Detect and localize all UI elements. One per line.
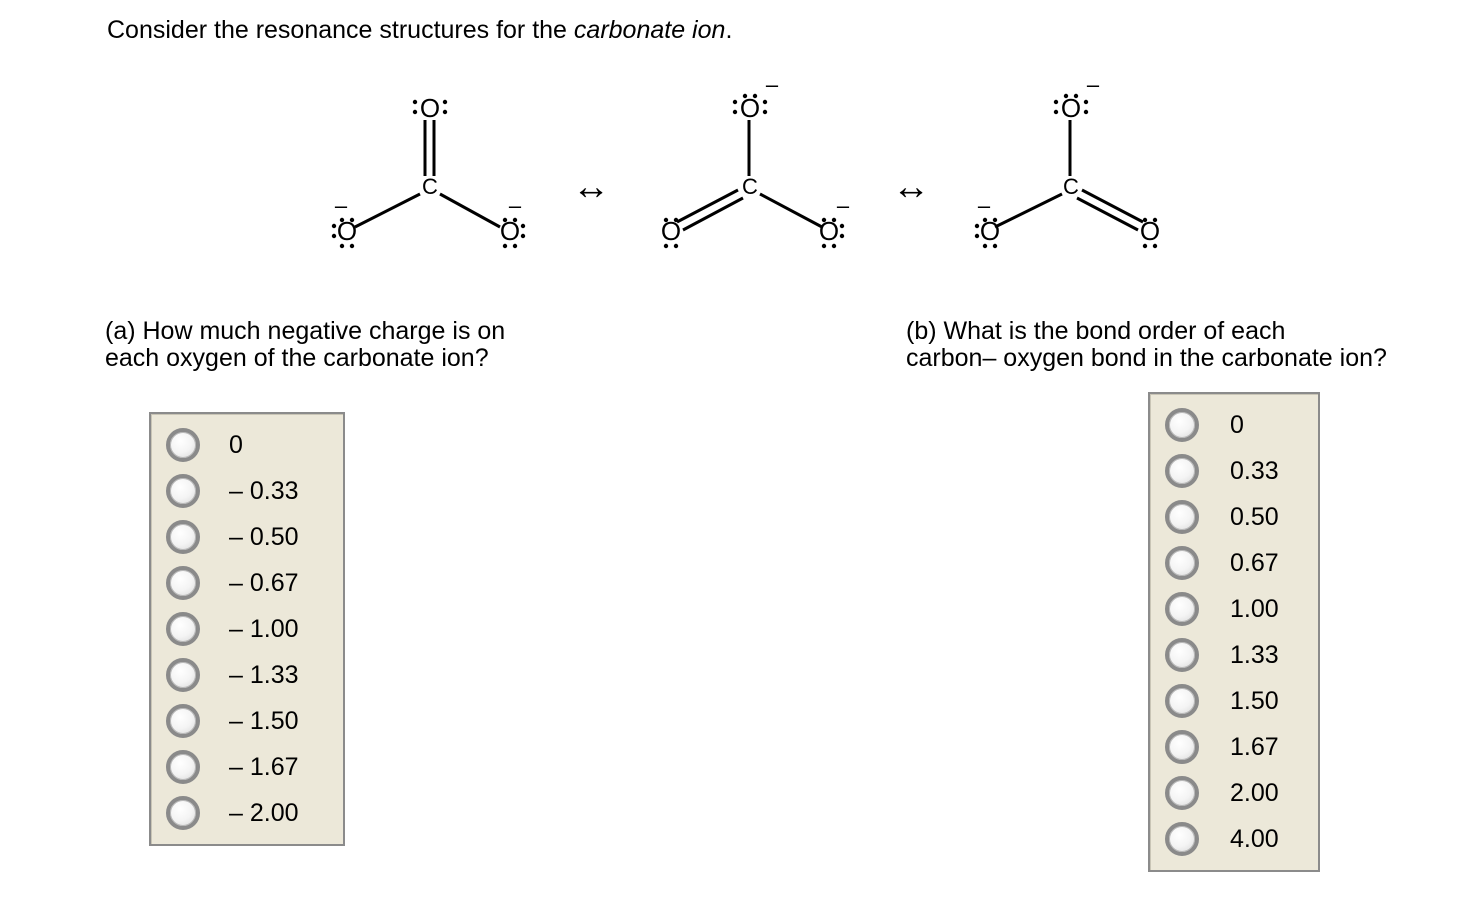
option-b-10[interactable]: 4.00 [1150,816,1318,862]
option-label: 1.00 [1230,595,1279,623]
option-label: 1.67 [1230,733,1279,761]
option-a-8[interactable]: – 1.67 [151,744,343,790]
radio-button-icon[interactable] [1165,684,1199,718]
radio-button-icon[interactable] [166,612,200,646]
bond-s1-right [439,192,501,229]
option-b-8[interactable]: 1.67 [1150,724,1318,770]
option-label: 0.33 [1230,457,1279,485]
option-a-5[interactable]: – 1.00 [151,606,343,652]
question-intro: Consider the resonance structures for th… [107,14,732,46]
intro-text: Consider the resonance structures for th… [107,16,574,44]
radio-button-icon[interactable] [1165,592,1199,626]
option-b-9[interactable]: 2.00 [1150,770,1318,816]
formal-charge: – [335,193,348,218]
radio-button-icon[interactable] [166,520,200,554]
option-label: 0 [229,431,243,459]
question-a-line1: (a) How much negative charge is on [105,317,506,345]
intro-emphasis: carbonate ion [573,16,726,44]
option-label: 0.50 [1230,503,1279,531]
radio-button-icon[interactable] [166,704,200,738]
radio-button-icon[interactable] [166,750,200,784]
radio-button-icon[interactable] [166,658,200,692]
formal-charge: – [978,193,991,218]
radio-button-icon[interactable] [1165,408,1199,442]
oxygen-atom: O [1061,93,1081,123]
option-label: 1.33 [1230,641,1279,669]
option-label: – 1.00 [229,615,299,643]
bond-s2-left-b [682,196,744,232]
option-a-2[interactable]: – 0.33 [151,468,343,514]
radio-button-icon[interactable] [166,566,200,600]
bond-s2-right [759,192,823,229]
carbon-atom: C [742,174,758,199]
option-a-9[interactable]: – 2.00 [151,790,343,836]
option-b-6[interactable]: 1.33 [1150,632,1318,678]
option-label: – 1.67 [229,753,299,781]
intro-end: . [725,16,733,44]
option-b-4[interactable]: 0.67 [1150,540,1318,586]
formal-charge: – [509,193,522,218]
radio-button-icon[interactable] [1165,730,1199,764]
option-label: 0 [1230,411,1244,439]
answer-options-a: 0 – 0.33 – 0.50 – 0.67 – 1.00 – 1.33 – 1… [149,412,345,846]
option-label: – 1.33 [229,661,299,689]
bond-s2-left-a [676,188,739,224]
oxygen-atom: O [420,93,440,123]
radio-button-icon[interactable] [1165,822,1199,856]
radio-button-icon[interactable] [1165,638,1199,672]
option-label: – 1.50 [229,707,299,735]
oxygen-atom: O [500,216,520,246]
lone-pair-dots [331,93,1158,249]
bond-s3-right-a [1081,188,1144,224]
option-label: 1.50 [1230,687,1279,715]
formal-charge: – [766,72,779,97]
oxygen-atom: O [337,216,357,246]
bond-s3-right-b [1076,196,1139,232]
resonance-arrow: ↔ [572,166,610,208]
option-a-4[interactable]: – 0.67 [151,560,343,606]
option-label: 4.00 [1230,825,1279,853]
option-b-5[interactable]: 1.00 [1150,586,1318,632]
radio-button-icon[interactable] [166,796,200,830]
option-a-6[interactable]: – 1.33 [151,652,343,698]
radio-button-icon[interactable] [1165,500,1199,534]
option-b-3[interactable]: 0.50 [1150,494,1318,540]
option-label: – 0.67 [229,569,299,597]
option-label: 2.00 [1230,779,1279,807]
option-b-7[interactable]: 1.50 [1150,678,1318,724]
resonance-structures: C C C O O O O O O O O O ↔ ↔ – – – – – – [331,72,1160,249]
question-a: (a) How much negative charge is on each … [105,318,505,372]
option-label: – 0.50 [229,523,299,551]
question-a-line2: each oxygen of the carbonate ion? [105,344,489,372]
oxygen-atom: O [661,216,681,246]
question-b-line1: (b) What is the bond order of each [906,317,1286,345]
question-b: (b) What is the bond order of each carbo… [906,318,1387,372]
option-label: 0.67 [1230,549,1279,577]
option-a-1[interactable]: 0 [151,422,343,468]
resonance-arrow: ↔ [892,166,930,208]
radio-button-icon[interactable] [166,428,200,462]
option-a-3[interactable]: – 0.50 [151,514,343,560]
answer-options-b: 0 0.33 0.50 0.67 1.00 1.33 1.50 1.67 2.0… [1148,392,1320,872]
option-label: – 2.00 [229,799,299,827]
option-b-2[interactable]: 0.33 [1150,448,1318,494]
radio-button-icon[interactable] [166,474,200,508]
radio-button-icon[interactable] [1165,454,1199,488]
radio-button-icon[interactable] [1165,546,1199,580]
carbon-atom: C [422,174,438,199]
oxygen-atom: O [740,93,760,123]
oxygen-atom: O [819,216,839,246]
oxygen-atom: O [980,216,1000,246]
option-label: – 0.33 [229,477,299,505]
bond-s1-left [354,192,421,229]
question-b-line2: carbon– oxygen bond in the carbonate ion… [906,344,1387,372]
carbon-atom: C [1063,174,1079,199]
radio-button-icon[interactable] [1165,776,1199,810]
formal-charge: – [837,193,850,218]
oxygen-atom: O [1140,216,1160,246]
formal-charge: – [1087,72,1100,97]
option-b-1[interactable]: 0 [1150,402,1318,448]
bond-s3-left [994,192,1063,229]
option-a-7[interactable]: – 1.50 [151,698,343,744]
